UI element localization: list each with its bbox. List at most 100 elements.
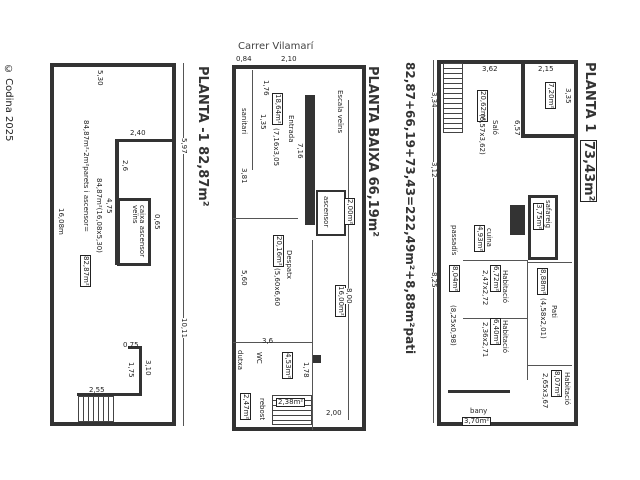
- outer-wall: [232, 65, 366, 431]
- elevator-shaft: [117, 198, 151, 266]
- dimension-label: 0,65: [153, 214, 161, 230]
- area-badge: 20,16m²: [273, 235, 284, 267]
- room-label: bany: [470, 407, 488, 415]
- room-label: WC: [255, 352, 263, 364]
- column: [313, 355, 321, 363]
- room-label: dutxa: [236, 350, 244, 371]
- dimension-label: 10,11: [180, 318, 188, 339]
- dimension-label: 2,10: [281, 55, 297, 63]
- dimension-label: 5,60: [240, 270, 248, 286]
- room-size: (7,16x3,05: [272, 128, 280, 167]
- dimension-label: 2,15: [538, 65, 554, 73]
- room-label: Habitació: [563, 372, 571, 406]
- dimension-line: [183, 63, 184, 426]
- area-badge: 6,40m²: [490, 318, 501, 346]
- wall: [527, 260, 528, 380]
- wall: [448, 390, 510, 393]
- plan-title-area: 73,43m²: [580, 140, 597, 203]
- dimension-label: 2,55: [89, 386, 105, 394]
- dimension-label: 0,75: [123, 341, 139, 349]
- dimension-label: 3,62: [482, 65, 498, 73]
- dimension-label: 2,00: [326, 409, 342, 417]
- area-badge: 8,88m²: [537, 268, 548, 296]
- area-badge: 3,70m²: [462, 417, 492, 426]
- area-badge: 82,87m²: [80, 255, 91, 287]
- room-label: Entrada: [287, 115, 295, 143]
- dimension-label: 8,00: [345, 288, 353, 304]
- laundry-outline: [528, 195, 558, 260]
- dimension-label: 5,30: [96, 70, 104, 86]
- area-badge: 18,64m²: [272, 93, 283, 125]
- dimension-label: 5,97: [180, 138, 188, 154]
- room-label: Habitació: [501, 270, 509, 304]
- room-label: sanitari: [240, 108, 248, 135]
- plan-title: PLANTA -1 82,87m²: [195, 66, 210, 207]
- dimension-label: 3,35: [564, 88, 572, 104]
- room-label: Saló: [491, 120, 499, 135]
- dimension-label: 1,75: [127, 362, 135, 378]
- room-size: (8,25x0,98): [449, 305, 457, 346]
- room-label: safareig: [544, 200, 552, 229]
- room-label: Habitació: [501, 320, 509, 354]
- dimension-label: 0,84: [236, 55, 252, 63]
- wall: [115, 139, 173, 142]
- wall: [139, 346, 142, 396]
- wall: [233, 342, 313, 343]
- dimension-line: [348, 100, 349, 420]
- plan-title: PLANTA 1: [582, 62, 597, 133]
- plan-title: PLANTA BAIXA 66,19m²: [365, 66, 380, 237]
- wall: [527, 365, 572, 366]
- outer-wall: [50, 63, 176, 426]
- dimension-label: 3,34: [430, 92, 438, 108]
- stairs: [443, 63, 463, 133]
- wall: [463, 260, 528, 261]
- room-size: (5,60x6,60: [273, 268, 281, 307]
- area-badge: 8,04m²: [449, 265, 460, 293]
- area-badge: 7,20m²: [545, 82, 556, 110]
- room-label: cuina: [485, 228, 493, 247]
- stairs: [78, 396, 114, 422]
- outer-wall: [437, 60, 578, 426]
- dimension-label: 3,10: [144, 360, 152, 376]
- area-badge: 4,93m²: [474, 225, 485, 253]
- dimension-label: 1,78: [302, 362, 310, 378]
- dimension-label: 3,81: [240, 168, 248, 184]
- wall: [77, 393, 142, 396]
- copyright-text: © Codina 2025: [3, 64, 14, 142]
- dimension-label: 3,12: [430, 162, 438, 178]
- room-outline: [521, 60, 578, 138]
- total-area-formula-ground: 82,87+66,19+73,43=222,49m²+8,88m²pati: [403, 62, 417, 355]
- room-size: 2,47x2,72: [481, 270, 489, 306]
- dimension-label: 2,40: [130, 129, 146, 137]
- dimension-label: 2,6: [121, 160, 129, 172]
- dimension-label: 1,35: [259, 114, 267, 130]
- room-label: caixa ascensor veïns: [131, 205, 146, 258]
- room-label: passadís: [450, 225, 458, 256]
- area-badge: 8,07m²: [551, 370, 562, 398]
- room-label: ascensor: [322, 196, 330, 228]
- room-label: Escala veïns: [336, 90, 344, 134]
- room-size: (6,57x3,62): [478, 114, 486, 155]
- area-badge: 20,62m²: [477, 90, 488, 122]
- room-size: (4,58x2,01): [539, 298, 547, 339]
- area-badge: 4,53m²: [282, 352, 293, 380]
- party-wall: [305, 95, 315, 225]
- wall: [128, 346, 142, 349]
- area-badge: 2,47m²: [240, 393, 251, 421]
- area-formula: 84,87m²-2m²parets i ascensor=: [82, 120, 90, 233]
- wall: [233, 218, 298, 219]
- dimension-label: 1,76: [262, 80, 270, 96]
- room-label: Despatx: [285, 250, 293, 279]
- dimension-label: 8,25: [430, 272, 438, 288]
- dimension-label: 16,08m: [57, 208, 65, 235]
- wall: [527, 262, 572, 263]
- elevator: [316, 190, 346, 236]
- area-badge: 3,75m²: [533, 203, 544, 231]
- area-label: 84,87m²(16,08x5,30): [95, 178, 103, 253]
- room-size: 2,65x3,67: [541, 373, 549, 409]
- wall: [312, 240, 313, 430]
- area-badge: 6,72m²: [490, 265, 501, 293]
- dimension-line: [433, 60, 434, 423]
- room-size: 2,36x2,71: [481, 322, 489, 358]
- room-label: rebost: [258, 398, 266, 421]
